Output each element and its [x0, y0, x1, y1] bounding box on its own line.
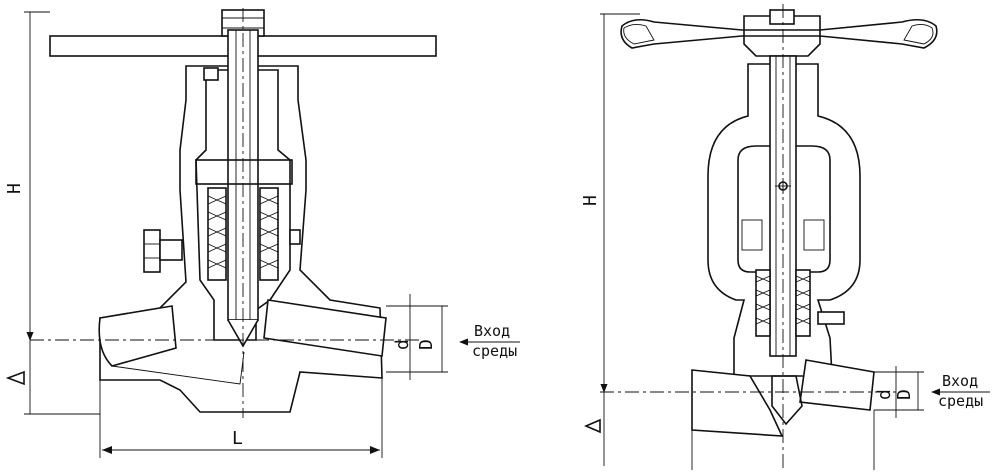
right-inlet-label-2: среды — [938, 392, 983, 410]
left-outlet-pipe — [98, 305, 177, 367]
right-handle-hub — [743, 15, 821, 57]
right-dim-small-d-label: d — [874, 389, 895, 400]
right-side-bolt — [817, 311, 845, 325]
right-dim-h-label: H — [580, 195, 601, 206]
right-valve-view: H D d Вход среды — [580, 4, 990, 470]
right-packing — [755, 269, 811, 337]
left-side-bolt — [143, 229, 183, 273]
right-dim-big-d-label: D — [894, 389, 915, 400]
right-seat — [771, 375, 803, 426]
left-valve-body — [99, 65, 383, 413]
left-dim-big-d-label: D — [416, 339, 437, 350]
left-inlet-pipe — [263, 299, 387, 357]
left-dim-small-d-label: d — [392, 339, 413, 350]
left-dim-h-label: H — [4, 183, 25, 194]
left-dim-marker — [5, 370, 25, 386]
right-outlet-pipe — [691, 369, 784, 437]
right-inlet-label-1: Вход — [942, 372, 978, 390]
left-gland — [195, 159, 293, 185]
left-inlet-label-1: Вход — [474, 322, 510, 340]
left-packing — [207, 187, 279, 281]
left-valve-view: H L D d Вход среды — [4, 8, 520, 458]
right-t-handle — [620, 18, 938, 49]
right-inlet-pipe — [799, 359, 875, 411]
right-dim-marker — [583, 418, 601, 434]
left-dim-l-label: L — [232, 428, 243, 449]
left-inlet-label-2: среды — [472, 342, 517, 360]
